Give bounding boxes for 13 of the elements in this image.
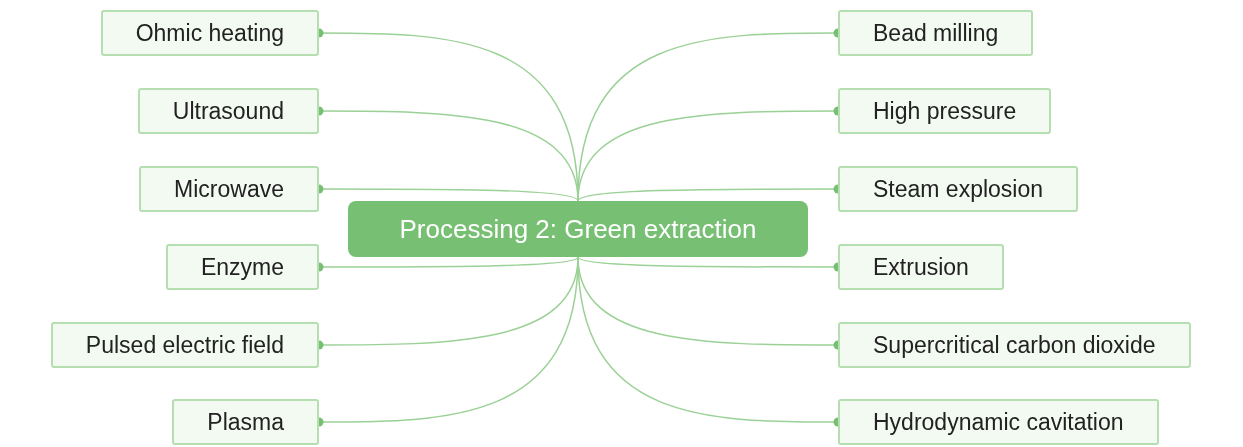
subtopic-box: Bead milling (838, 10, 1034, 56)
subtopic-box: High pressure (838, 88, 1052, 134)
subtopic-box: Extrusion (838, 244, 1004, 290)
subtopic-box: Pulsed electric field (50, 322, 319, 368)
subtopic-box: Enzyme (165, 244, 319, 290)
subtopic-box: Steam explosion (838, 166, 1079, 212)
subtopic-box: Plasma (172, 399, 319, 445)
subtopic-box: Supercritical carbon dioxide (838, 322, 1191, 368)
subtopic-box: Ohmic heating (100, 10, 319, 56)
subtopic-box: Hydrodynamic cavitation (838, 399, 1159, 445)
subtopic-box: Ultrasound (137, 88, 319, 134)
central-topic-box: Processing 2: Green extraction (348, 201, 808, 257)
subtopic-box: Microwave (139, 166, 319, 212)
